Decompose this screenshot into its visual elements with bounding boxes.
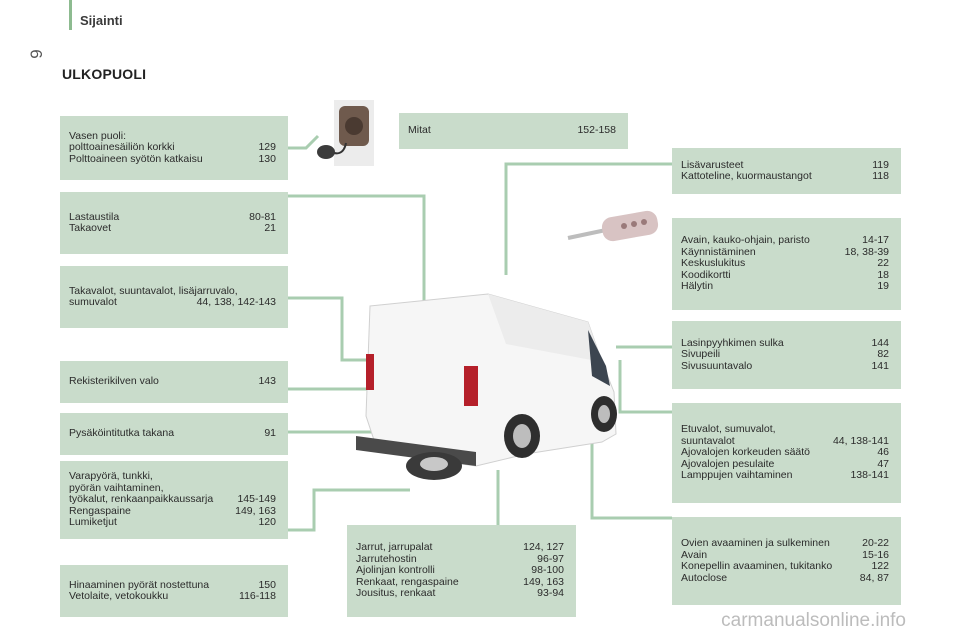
box-spare: Varapyörä, tunkki, pyörän vaihtaminen, t… bbox=[60, 461, 288, 539]
line-spare bbox=[288, 488, 410, 532]
header-title: Sijainti bbox=[80, 13, 123, 28]
line-frontlights bbox=[618, 360, 672, 414]
box-rearlights: Takavalot, suuntavalot, lisäjarruvalo, s… bbox=[60, 266, 288, 328]
line-accessories bbox=[504, 162, 672, 275]
rear-light-left bbox=[366, 354, 374, 390]
van-image bbox=[356, 293, 617, 480]
line-fuel bbox=[288, 134, 320, 150]
section-title: ULKOPUOLI bbox=[62, 66, 147, 82]
line-rearlights bbox=[288, 296, 366, 362]
line-doors bbox=[590, 420, 672, 520]
fuel-cap-image bbox=[317, 100, 374, 166]
header-accent-bar bbox=[69, 0, 72, 30]
key-fob-image bbox=[567, 210, 659, 242]
rear-light-right bbox=[464, 366, 478, 406]
footer-watermark: carmanualsonline.info bbox=[721, 610, 906, 631]
